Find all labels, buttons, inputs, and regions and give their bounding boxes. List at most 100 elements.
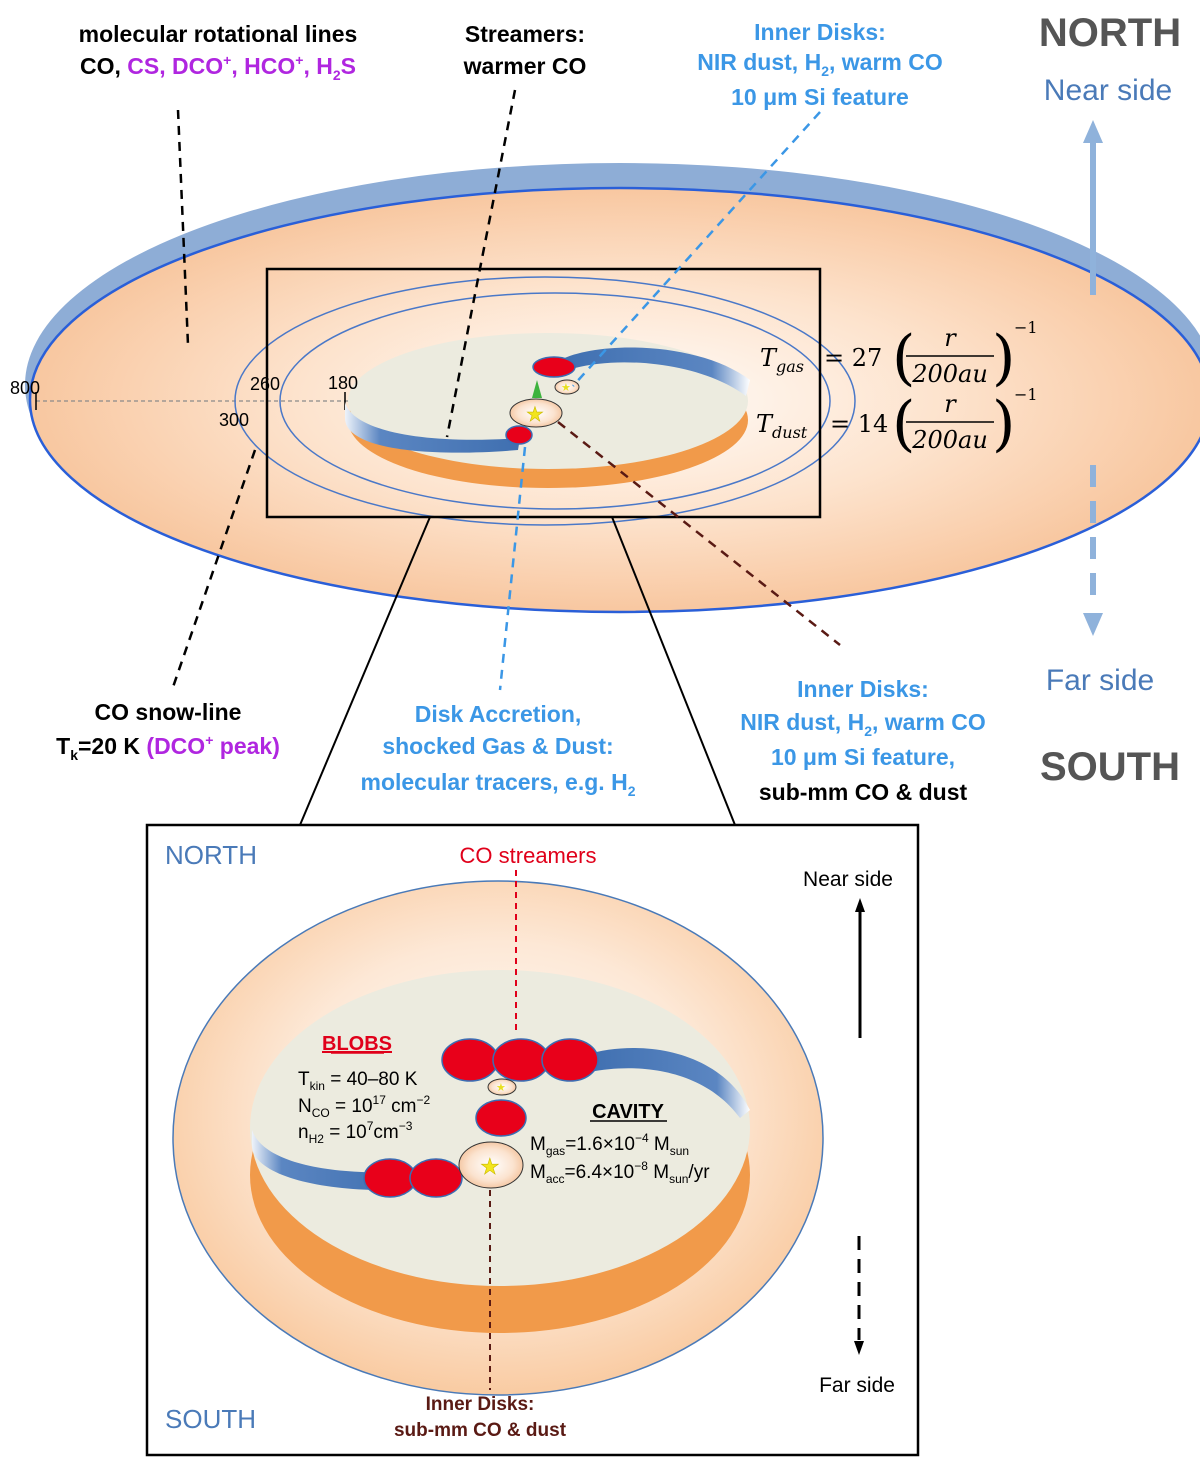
cavity-mgas: Mgas=1.6×10−4 Msun xyxy=(530,1131,689,1158)
inner-bottom-line4: sub-mm CO & dust xyxy=(759,779,968,805)
inner-bottom-line2: NIR dust, H2, warm CO xyxy=(740,709,986,739)
label-molecular-lines: molecular rotational lines CO, CS, DCO+,… xyxy=(79,21,358,83)
primary-star-icon: ★ xyxy=(526,404,544,426)
blob-4 xyxy=(475,1099,527,1137)
svg-text:(: ( xyxy=(892,323,915,393)
south-heading: SOUTH xyxy=(1040,745,1180,789)
accretion-line2: shocked Gas & Dust: xyxy=(382,733,613,759)
inset-co-streamers-label: CO streamers xyxy=(460,843,597,868)
blob-1 xyxy=(441,1038,499,1082)
blobs-nh2: nH2 = 107cm−3 xyxy=(298,1119,413,1146)
accretion-line1: Disk Accretion, xyxy=(415,701,582,727)
molecular-line2: CO, CS, DCO+, HCO+, H2S xyxy=(80,52,356,83)
near-side-label: Near side xyxy=(1044,74,1172,107)
zoom-connector-left xyxy=(299,516,431,826)
radius-180-label: 180 xyxy=(328,373,358,393)
accretion-line3: molecular tracers, e.g. H2 xyxy=(361,769,636,799)
near-side-arrow xyxy=(1083,120,1103,295)
label-inner-disks-top: Inner Disks: NIR dust, H2, warm CO 10 μm… xyxy=(697,19,943,110)
svg-text:Tgas: Tgas xyxy=(760,344,804,376)
label-snowline: CO snow-line Tk=20 K (DCO+ peak) xyxy=(56,699,280,763)
blobs-title: BLOBS xyxy=(322,1033,392,1055)
streamers-line1: Streamers: xyxy=(465,21,585,47)
svg-text:): ) xyxy=(992,323,1015,393)
radius-260-label: 260 xyxy=(250,374,280,394)
cavity-title: CAVITY xyxy=(592,1101,665,1123)
streamer-right xyxy=(560,347,750,396)
label-streamers: Streamers: warmer CO xyxy=(463,21,587,79)
snowline-ring-inner xyxy=(279,292,831,510)
cavity-info: CAVITY Mgas=1.6×10−4 Msun Macc=6.4×10−8 … xyxy=(530,1101,710,1186)
inset-near-arrow xyxy=(855,898,865,1038)
label-inner-disks-bottom: Inner Disks: NIR dust, H2, warm CO 10 μm… xyxy=(740,676,986,805)
cavity-macc: Macc=6.4×10−8 Msun/yr xyxy=(530,1159,710,1186)
leader-streamers xyxy=(445,89,517,438)
inner-bottom-line3: 10 μm Si feature, xyxy=(771,744,955,770)
far-side-arrow xyxy=(1083,465,1103,636)
inner-top-line3: 10 μm Si feature xyxy=(731,84,909,110)
zoom-box xyxy=(265,267,822,519)
inset-primary-star-disk xyxy=(458,1141,524,1189)
snowline-line2: Tk=20 K (DCO+ peak) xyxy=(56,732,280,763)
inset-streamer-right xyxy=(585,1047,750,1118)
inset-streamer-left xyxy=(252,1130,400,1191)
secondary-star-icon: ★ xyxy=(561,382,571,394)
snowline-line1: CO snow-line xyxy=(95,699,242,725)
primary-star-disk xyxy=(509,398,563,428)
svg-text:−1: −1 xyxy=(1014,318,1038,337)
blob-top-lower xyxy=(505,425,533,445)
leader-inner-bottom xyxy=(557,421,841,646)
inner-top-line2: NIR dust, H2, warm CO xyxy=(697,49,943,79)
blob-top-upper xyxy=(532,356,576,378)
inset-inner-line1: Inner Disks: xyxy=(426,1394,535,1415)
inset-secondary-star-disk xyxy=(487,1078,517,1096)
blobs-nco: NCO = 1017 cm−2 xyxy=(298,1093,431,1120)
svg-text:r: r xyxy=(944,390,957,418)
inset-secondary-star-icon: ★ xyxy=(496,1082,506,1094)
svg-text:Tdust: Tdust xyxy=(756,410,808,442)
svg-text:): ) xyxy=(992,389,1015,459)
inset-north: NORTH xyxy=(165,840,257,870)
svg-text:(: ( xyxy=(892,389,915,459)
inner-top-line1: Inner Disks: xyxy=(754,19,886,45)
blobs-info: BLOBS Tkin = 40–80 K NCO = 1017 cm−2 nH2… xyxy=(298,1033,431,1146)
streamer-left xyxy=(345,402,520,453)
secondary-star-disk xyxy=(554,379,580,395)
radius-800-label: 800 xyxy=(10,378,40,398)
svg-text:= 14: = 14 xyxy=(830,410,888,438)
equation-dust: Tdust = 14 ( r 200au ) −1 xyxy=(756,385,1038,459)
inset-near-side: Near side xyxy=(803,868,893,891)
svg-text:−1: −1 xyxy=(1014,385,1038,404)
far-side-label: Far side xyxy=(1046,664,1154,697)
inset-south: SOUTH xyxy=(165,1404,256,1434)
label-accretion: Disk Accretion, shocked Gas & Dust: mole… xyxy=(361,701,636,799)
inset-primary-star-icon: ★ xyxy=(480,1154,500,1179)
snowline-ring-outer xyxy=(234,276,856,526)
inner-bottom-line1: Inner Disks: xyxy=(797,676,929,702)
blob-2 xyxy=(492,1038,550,1082)
blob-3 xyxy=(541,1038,599,1082)
blob-6 xyxy=(409,1158,463,1198)
zoom-connector-right xyxy=(611,516,736,826)
inset-far-side: Far side xyxy=(819,1374,895,1397)
svg-text:r: r xyxy=(944,324,957,352)
radius-300-label: 300 xyxy=(219,410,249,430)
inset-blobs xyxy=(363,1038,599,1198)
svg-text:200au: 200au xyxy=(911,360,988,388)
blob-5 xyxy=(363,1158,417,1198)
equation-gas: Tgas = 27 ( r 200au ) −1 xyxy=(760,318,1038,393)
inset-inner-line2: sub-mm CO & dust xyxy=(394,1420,567,1441)
svg-text:200au: 200au xyxy=(911,426,988,454)
streamers-line2: warmer CO xyxy=(463,53,587,79)
blobs-tkin: Tkin = 40–80 K xyxy=(298,1069,418,1093)
jet-icon xyxy=(532,380,542,398)
leader-accretion xyxy=(498,446,527,691)
molecular-line1: molecular rotational lines xyxy=(79,21,358,47)
leader-molecular xyxy=(176,109,190,346)
leader-inner-top xyxy=(572,111,821,387)
leader-snowline xyxy=(170,449,257,691)
north-heading: NORTH xyxy=(1039,11,1181,55)
svg-text:= 27: = 27 xyxy=(824,344,882,372)
inset-far-arrow xyxy=(854,1236,864,1355)
